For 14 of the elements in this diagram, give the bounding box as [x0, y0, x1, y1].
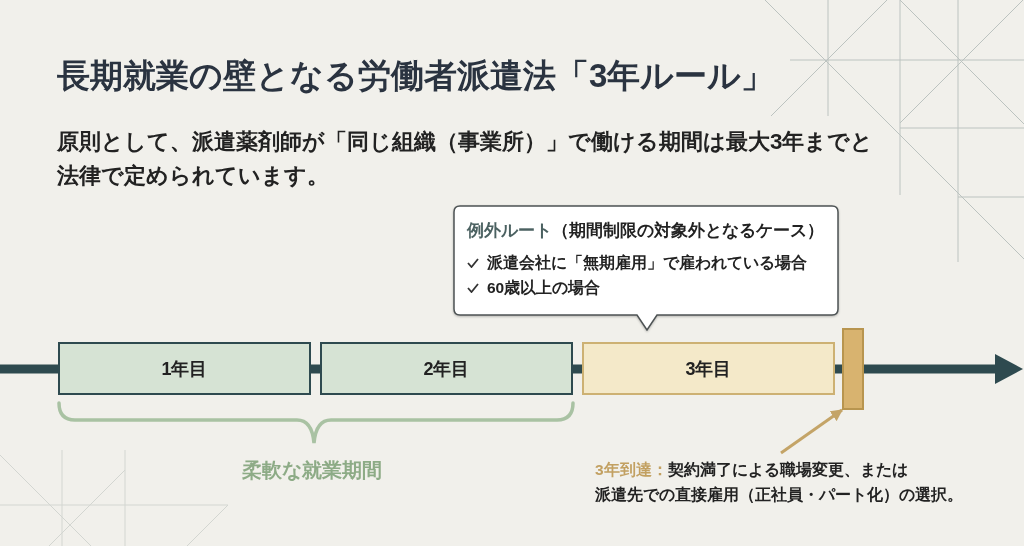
end-marker-bar [842, 328, 864, 410]
callout-box [453, 205, 839, 331]
callout-heading: 例外ルート [467, 221, 552, 240]
year-box: 1年目 [58, 342, 311, 395]
year-box: 3年目 [582, 342, 835, 395]
note-text: 3年到達：契約満了による職場変更、または派遣先での直接雇用（正社員・パート化）の選択。 [595, 453, 973, 507]
year-box: 2年目 [320, 342, 573, 395]
intro-text: 原則として、派遣薬剤師が「同じ組織（事業所）」で働ける期間は最大3年までと法律で定められています。 [57, 128, 875, 190]
checklist-item: 派遣会社に「無期雇用」で雇われている場合 [487, 253, 807, 273]
checklist-item: 60歳以上の場合 [487, 278, 601, 298]
title: 長期就業の壁となる労働者派遣法「3年ルール」 [57, 56, 775, 96]
arrow [780, 408, 843, 455]
brace-label: 柔軟な就業期間 [242, 458, 382, 483]
callout-subheading: （期間制限の対象外となるケース） [552, 221, 824, 240]
